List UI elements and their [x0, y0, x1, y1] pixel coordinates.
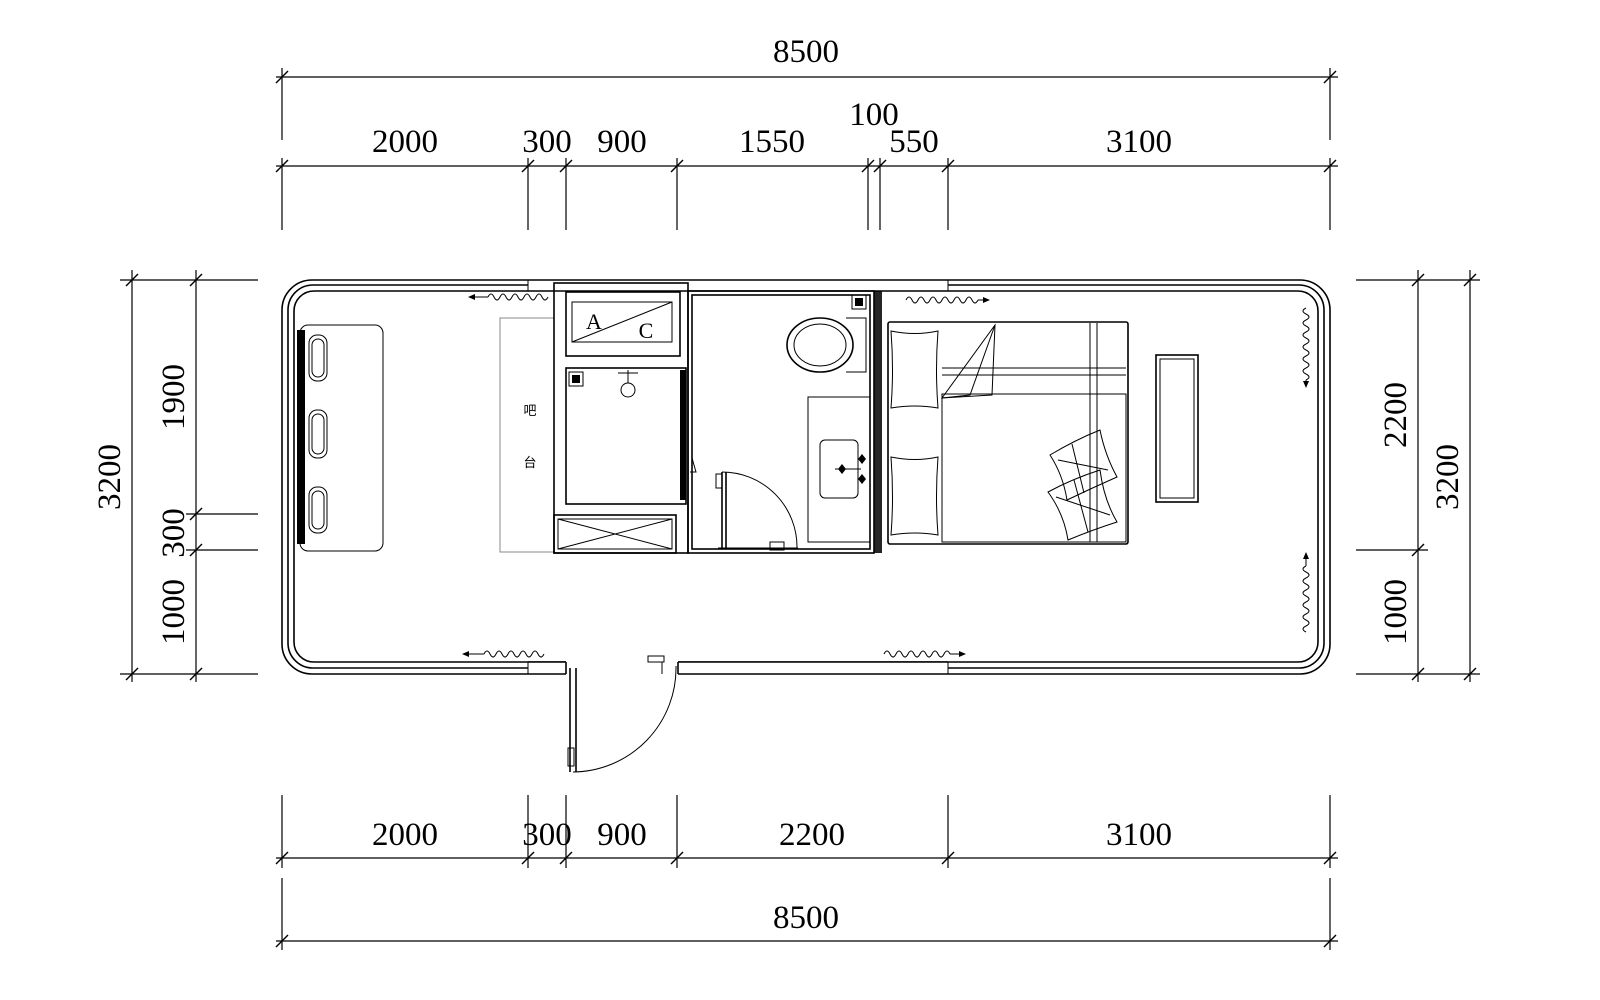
top-segment-dimension: 3100 — [1106, 124, 1172, 160]
bar-counter — [499, 317, 555, 553]
right-dimension-lines — [1356, 270, 1480, 682]
wall-bands — [527, 278, 949, 676]
left-dimension-lines — [120, 270, 258, 682]
outer-shell — [281, 279, 1331, 675]
left-total-dimension: 3200 — [92, 444, 128, 510]
right-total-dimension: 3200 — [1430, 444, 1466, 510]
bed — [887, 321, 1129, 545]
curtain-symbols — [462, 293, 1310, 658]
utility-block — [553, 282, 697, 554]
top-segment-dimension: 2000 — [372, 124, 438, 160]
top-segment-dimension: 550 — [889, 124, 939, 160]
bottom-total-dimension: 8500 — [773, 900, 839, 936]
sofa — [297, 324, 384, 552]
ac-label-a: A — [586, 309, 602, 334]
top-segment-dimension: 1550 — [739, 124, 805, 160]
left-segment-dimension: 1000 — [156, 579, 192, 645]
bathroom-door — [715, 471, 798, 551]
toilet — [786, 294, 867, 373]
bottom-segment-dimension: 2000 — [372, 817, 438, 853]
bottom-segment-dimension: 900 — [597, 817, 647, 853]
bathroom — [687, 290, 882, 554]
bar-counter-label: 台 — [523, 456, 536, 471]
left-segment-dimension: 1900 — [156, 364, 192, 430]
right-segment-dimension: 1000 — [1378, 579, 1414, 645]
washbasin — [807, 396, 871, 543]
bottom-dimension-lines — [275, 795, 1338, 950]
bottom-segment-dimension: 3100 — [1106, 817, 1172, 853]
pillows — [890, 330, 1118, 541]
bottom-segment-dimension: 300 — [522, 817, 572, 853]
bar-counter-label: 吧 — [523, 404, 536, 419]
top-small-dimension: 100 — [849, 97, 899, 133]
left-segment-dimension: 300 — [156, 508, 192, 558]
entrance-door — [565, 655, 679, 773]
bottom-segment-dimension: 2200 — [779, 817, 845, 853]
top-segment-dimension: 900 — [597, 124, 647, 160]
ac-label-c: C — [639, 318, 654, 343]
top-dimension-lines — [275, 68, 1338, 230]
bench — [1155, 354, 1199, 503]
top-segment-dimension: 300 — [522, 124, 572, 160]
right-segment-dimension: 2200 — [1378, 382, 1414, 448]
top-total-dimension: 8500 — [773, 34, 839, 70]
